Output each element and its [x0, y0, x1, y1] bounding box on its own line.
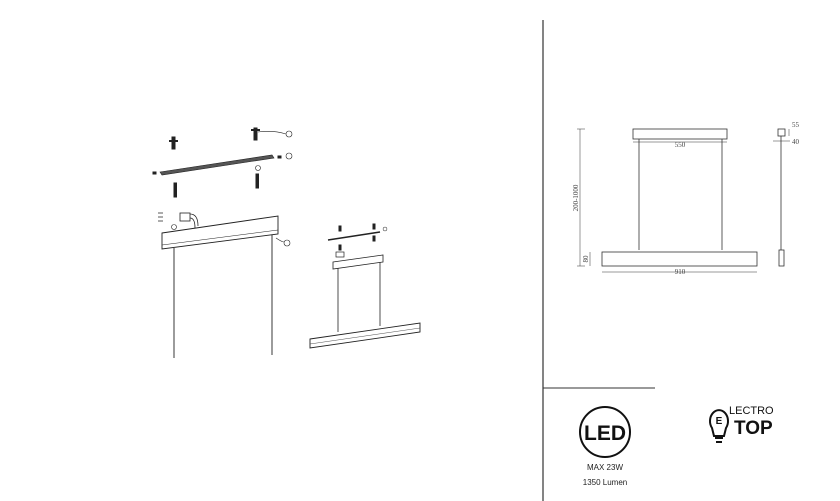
logo-line1: LECTRO: [729, 405, 774, 417]
exploded-assembly-drawing: [152, 127, 421, 358]
dim-canopy-width: 550: [675, 141, 686, 149]
dim-height-range: 200-1000: [572, 184, 580, 211]
logo-line2: TOP: [734, 418, 773, 439]
dim-side-width: 40: [792, 138, 800, 146]
logo-initial: E: [716, 416, 723, 427]
dimension-drawing: [577, 128, 790, 273]
led-badge-text: LED: [584, 422, 626, 445]
dim-bar-height: 80: [582, 255, 590, 263]
dim-side-top: 55: [792, 121, 800, 129]
bulb-icon: [709, 409, 729, 437]
dim-bar-length: 910: [675, 268, 686, 276]
led-badge-circle: [579, 406, 631, 458]
lumen-label: 1350 Lumen: [582, 478, 628, 487]
max-power-label: MAX 23W: [586, 463, 623, 472]
lectro-top-logo: E LECTRO TOP: [709, 405, 774, 443]
